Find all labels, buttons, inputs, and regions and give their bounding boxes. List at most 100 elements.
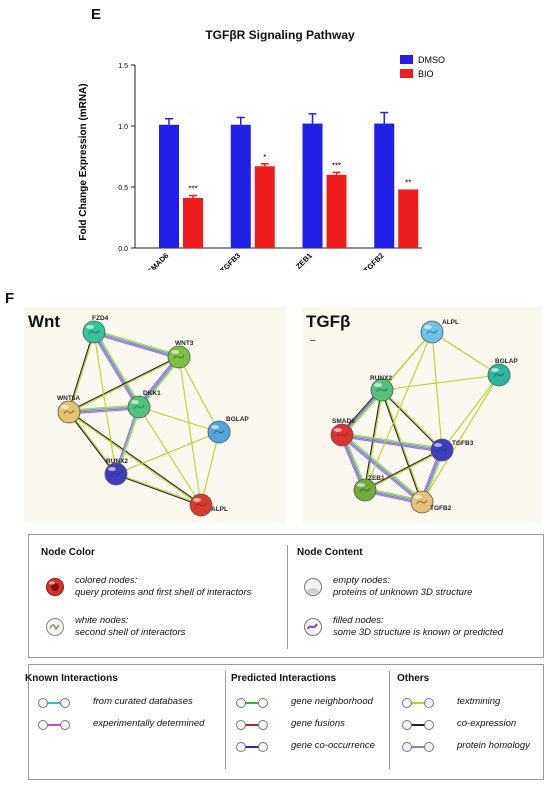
network-edge: [68, 405, 139, 412]
node-highlight: [108, 467, 116, 471]
node-structure: [416, 499, 428, 505]
node-highlight: [131, 400, 139, 404]
edge-end-node: [38, 698, 48, 708]
network-edge: [93, 331, 117, 475]
x-tick-label: TGFB3: [218, 251, 242, 270]
edge-type-icon: [236, 720, 268, 730]
node-structure: [213, 429, 225, 435]
node-structure: [426, 329, 438, 335]
network-edge: [178, 356, 202, 506]
network-node-alpl[interactable]: ALPL: [189, 493, 228, 517]
legend-divider: [287, 545, 288, 649]
bar-dmso-smad6: [159, 124, 179, 248]
node-structure: [336, 432, 348, 438]
network-node-runx2[interactable]: RUNX2: [104, 458, 128, 486]
network-edge: [69, 407, 140, 414]
colored-nodes-title: colored nodes:: [75, 575, 138, 586]
filled-node-icon: [304, 618, 322, 636]
significance-label: ***: [332, 161, 341, 170]
node-color-heading: Node Color: [41, 547, 95, 558]
network-node-wnt5a[interactable]: WNT5A: [57, 395, 80, 424]
network-edge: [342, 433, 443, 450]
legend-label-bio: BIO: [418, 69, 434, 79]
node-label: BGLAP: [226, 416, 249, 423]
edge-type-icon: [236, 742, 268, 752]
predicted-interactions-heading: Predicted Interactions: [231, 673, 337, 684]
network-node-tgfb3[interactable]: TGFB3: [430, 438, 474, 462]
node-highlight: [491, 368, 499, 372]
bar-chart: Fold Change Expression (mRNA) 0.00.51.01…: [78, 55, 445, 270]
colored-nodes-desc: query proteins and first shell of intera…: [75, 587, 252, 598]
network-edge: [342, 433, 424, 501]
empty-nodes-desc: proteins of unknown 3D structure: [333, 587, 473, 598]
network-node-runx2[interactable]: RUNX2: [370, 375, 394, 402]
network-edge: [381, 374, 500, 391]
node-structure: [493, 372, 505, 378]
y-tick-label: 1.0: [118, 124, 128, 131]
node-highlight: [374, 383, 382, 387]
network-edge: [115, 474, 201, 507]
node-label: WNT3: [175, 340, 194, 347]
network-edge: [94, 329, 180, 356]
edge-end-node: [60, 698, 70, 708]
network-edge: [382, 389, 443, 450]
legend-swatch-bio: [400, 69, 413, 78]
node-label: TGFB3: [452, 440, 474, 447]
legend-swatch-dmso: [400, 55, 413, 64]
network-edge: [138, 406, 202, 506]
network-edge: [431, 331, 443, 451]
network-edge: [95, 330, 142, 407]
panel-e-letter: E: [91, 6, 102, 23]
edge-end-node: [38, 720, 48, 730]
edge-type-icon: [38, 720, 70, 730]
edge-type-icon: [402, 720, 434, 730]
network-edge: [364, 331, 433, 491]
node-content-heading: Node Content: [297, 547, 363, 558]
node-structure: [63, 409, 75, 415]
edge-end-node: [402, 742, 412, 752]
network-edge: [91, 332, 138, 409]
edge-type-label: protein homology: [457, 740, 530, 751]
node-highlight: [357, 483, 365, 487]
edge-end-node: [402, 720, 412, 730]
filled-nodes-title: filled nodes:: [333, 615, 384, 626]
network-edge: [138, 406, 220, 433]
edge-end-node: [258, 720, 268, 730]
edge-type-label: from curated databases: [93, 696, 193, 707]
white-nodes-title: white nodes:: [75, 615, 129, 626]
significance-label: *: [263, 153, 266, 162]
bar-dmso-zeb1: [302, 123, 323, 248]
network-node-tgfb2[interactable]: TGFB2: [410, 490, 452, 514]
network-edge: [381, 390, 442, 451]
edge-end-node: [60, 720, 70, 730]
network-node-bglap[interactable]: BGLAP: [207, 416, 249, 444]
y-axis-label: Fold Change Expression (mRNA): [78, 83, 89, 240]
network-node-zeb1[interactable]: ZEB1: [353, 475, 385, 502]
node-label: RUNX2: [106, 458, 128, 465]
network-edge: [341, 435, 442, 452]
chart-title: TGFβR Signaling Pathway: [205, 28, 355, 42]
network-node-smad6[interactable]: SMAD6: [330, 418, 355, 447]
significance-label: **: [405, 178, 411, 187]
empty-node-icon: [304, 578, 322, 596]
node-structure: [359, 487, 371, 493]
edge-type-label: gene fusions: [291, 718, 345, 729]
y-tick-label: 1.5: [118, 63, 128, 70]
edge-type-label: experimentally determined: [93, 718, 205, 729]
network-edge: [114, 406, 139, 474]
wnt-network-title: Wnt: [28, 312, 61, 331]
node-structure: [133, 404, 145, 410]
network-node-fzd4[interactable]: FZD4: [82, 315, 109, 344]
edge-end-node: [258, 742, 268, 752]
network-edge: [342, 432, 443, 449]
network-node-wnt3[interactable]: WNT3: [167, 340, 194, 369]
network-node-bglap[interactable]: BGLAP: [487, 358, 518, 387]
network-edge: [94, 331, 141, 407]
node-structure: [195, 502, 207, 508]
network-node-dkk1[interactable]: DKK1: [127, 390, 161, 419]
network-node-alpl[interactable]: ALPL: [420, 319, 459, 344]
